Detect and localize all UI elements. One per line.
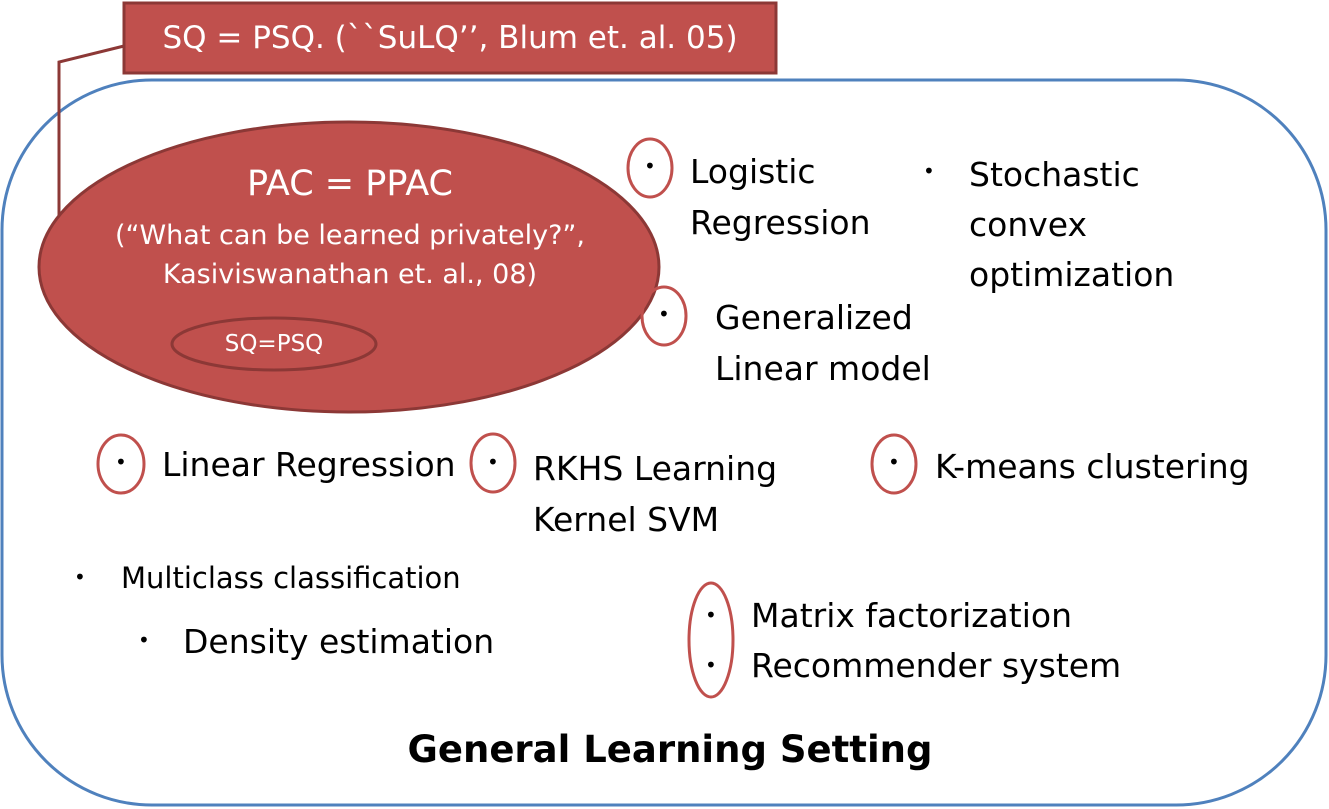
pac-title: PAC = PPAC	[247, 164, 453, 204]
pac-citation-line2: Kasiviswanathan et. al., 08)	[162, 259, 538, 290]
item-multiclass-line1: Multiclass classification	[121, 561, 461, 595]
item-logistic-regression: Logistic Regression	[690, 146, 871, 248]
item-density-estimation: Density estimation	[183, 616, 494, 667]
item-glm-line2: Linear model	[715, 349, 931, 388]
item-stochastic-line1: Stochastic	[969, 155, 1140, 194]
sq-psq-box-label: SQ = PSQ. (``SuLQ’’, Blum et. al. 05)	[162, 20, 738, 56]
item-rkhs-line1: RKHS Learning	[533, 449, 778, 488]
bullet-rkhs: •	[487, 450, 499, 474]
item-rkhs-line2: Kernel SVM	[533, 500, 720, 539]
item-linreg-line1: Linear Regression	[162, 445, 456, 484]
region-label: General Learning Setting	[407, 728, 933, 771]
item-glm-line1: Generalized	[715, 298, 913, 337]
bullet-glm: •	[658, 302, 670, 326]
item-linear-regression: Linear Regression	[162, 439, 456, 490]
item-stochastic-line2: convex	[969, 205, 1088, 244]
pac-citation-line1: (“What can be learned privately?”,	[114, 220, 586, 251]
item-stochastic-convex-optimization: Stochastic convex optimization	[969, 150, 1174, 300]
item-matrix-line1: Matrix factorization	[751, 596, 1072, 635]
marker-logistic	[626, 137, 674, 199]
bullet-recommender: •	[705, 653, 717, 677]
bullet-linreg: •	[115, 450, 127, 474]
bullet-logistic: •	[644, 154, 656, 178]
item-matrix-factorization-recommender: Matrix factorization Recommender system	[751, 591, 1121, 691]
sq-psq-inner-label: SQ=PSQ	[224, 331, 324, 357]
marker-rkhs	[469, 432, 517, 494]
item-logistic-line1: Logistic	[690, 152, 816, 191]
item-density-line1: Density estimation	[183, 622, 495, 661]
item-k-means-clustering: K-means clustering	[935, 441, 1250, 492]
marker-matrix	[687, 581, 735, 699]
item-kmeans-line1: K-means clustering	[935, 447, 1250, 486]
bullet-stochastic: •	[923, 159, 935, 183]
bullet-matrix: •	[705, 603, 717, 627]
sq-psq-box	[122, 1, 778, 75]
item-logistic-line2: Regression	[690, 203, 871, 242]
item-multiclass-classification: Multiclass classification	[121, 558, 461, 598]
sq-psq-inner-ellipse	[170, 316, 378, 372]
bullet-density: •	[138, 628, 150, 652]
marker-kmeans	[870, 433, 918, 495]
marker-glm	[640, 285, 688, 347]
marker-linreg	[96, 433, 146, 495]
item-generalized-linear-model: Generalized Linear model	[715, 292, 931, 394]
item-rkhs-learning-kernel-svm: RKHS Learning Kernel SVM	[533, 443, 777, 545]
bullet-multiclass: •	[74, 565, 86, 589]
bullet-kmeans: •	[888, 450, 900, 474]
item-matrix-line2: Recommender system	[751, 646, 1122, 685]
item-stochastic-line3: optimization	[969, 255, 1175, 294]
